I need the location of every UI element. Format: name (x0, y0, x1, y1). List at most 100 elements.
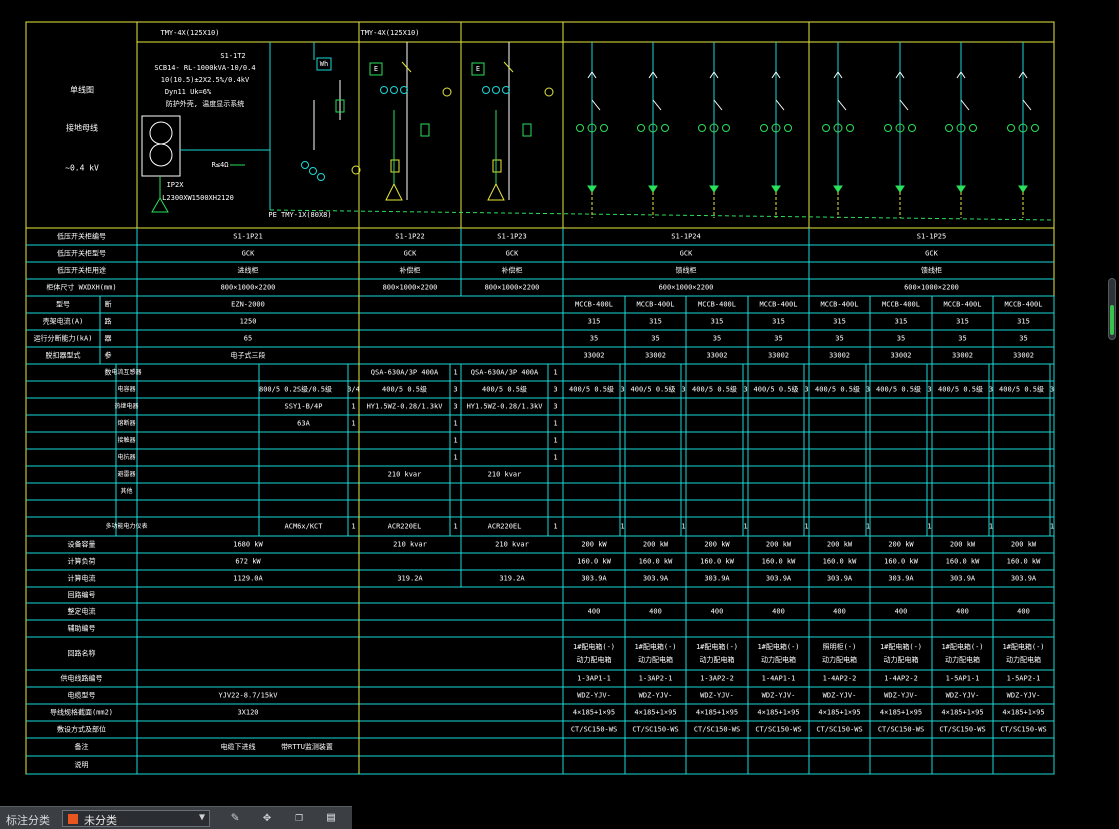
current-value: 319.2A (499, 575, 525, 583)
item-count: 1 (553, 454, 557, 462)
cabinet-size: 800×1000×2200 (485, 284, 540, 292)
feeder-load: 160.0 kW (823, 558, 858, 566)
annotation-toolbar: 标注分类 未分类 ▼ ✎ ✥ ❐ ▤ (0, 806, 352, 829)
component-label: 多功能电力仪表 (105, 522, 147, 530)
current-transformer-icon (908, 124, 916, 132)
feeder-arrow (833, 185, 843, 193)
feeder-circuit-name: 动力配电箱 (638, 655, 673, 664)
feeder-load: 160.0 kW (1007, 558, 1042, 566)
feeder-circuit-name: 动力配电箱 (945, 655, 980, 664)
capacitor-symbol (385, 182, 403, 201)
feeder-line-number: 1-3AP1-1 (577, 675, 611, 683)
current-transformer-icon (722, 124, 730, 132)
mccb-value: 35 (651, 335, 659, 343)
feeder-circuit-name: 1#配电箱(-) (573, 642, 615, 651)
row-label: 供电线路编号 (61, 674, 103, 683)
feeder-line-number: 1-3AP2-2 (700, 675, 734, 683)
feeder-ct-count: 3 (1050, 386, 1054, 394)
ground-symbol (151, 196, 169, 213)
feeder-circuit-name: 照明柜(-) (823, 642, 857, 651)
mccb-value: MCCB-400L (1005, 301, 1043, 309)
feeder-setting: 400 (588, 608, 601, 616)
row-label: 整定电流 (68, 607, 96, 616)
feeder-laying: CT/SC150-WS (694, 726, 740, 734)
feeder-breaker (837, 99, 847, 111)
copy-icon[interactable]: ❐ (295, 810, 303, 825)
feeder-capacity: 200 kW (950, 541, 976, 549)
feeder-disconnector (833, 71, 839, 79)
mccb-value: 35 (897, 335, 905, 343)
capacity-value: 1680 kW (233, 541, 263, 549)
move-icon[interactable]: ✥ (263, 810, 271, 825)
feeder-circuit-name: 动力配电箱 (577, 655, 612, 664)
scrollbar-thumb[interactable] (1110, 305, 1114, 335)
feeder-cable-size: 4×185+1×95 (941, 709, 983, 717)
feeder-cable-type: WDZ-YJV- (639, 692, 673, 700)
remark: 带RTTU监测装置 (281, 742, 333, 751)
feeder-ct-count: 3 (804, 386, 808, 394)
current-transformer-icon (1018, 123, 1028, 133)
feeder-disconnector (960, 71, 966, 79)
meter-spec: ACR220EL (388, 523, 422, 531)
feeder-arrow (587, 185, 597, 193)
capacitor-rating: 210 kvar (488, 471, 522, 479)
capacitor-rating: 210 kvar (388, 471, 422, 479)
current-transformer-icon (587, 123, 597, 133)
feeder-arrow (956, 185, 966, 193)
mccb-value: 33002 (583, 352, 604, 360)
meter-spec: ACR220EL (488, 523, 522, 531)
cable-size: 3X120 (237, 709, 258, 717)
feeder-load: 160.0 kW (700, 558, 735, 566)
mccb-value: 315 (649, 318, 662, 326)
current-transformer-icon (482, 86, 490, 94)
feeder-capacity: 200 kW (827, 541, 853, 549)
meter-spec: ACM6x/KCT (285, 523, 324, 531)
pencil-icon[interactable]: ✎ (231, 810, 239, 825)
cable-type: YJV22-8.7/15kV (218, 692, 278, 700)
feeder-meter-count: 1 (743, 523, 747, 531)
mccb-value: 35 (713, 335, 721, 343)
feeder-line-number: 1-3AP2-1 (639, 675, 673, 683)
row-label: 柜体尺寸 WXDXH(mm) (46, 283, 116, 292)
annotation-category-select[interactable]: 未分类 ▼ (62, 810, 210, 827)
feeder-circuit-name: 1#配电箱(-) (634, 642, 676, 651)
cap-cabinet-a-switch (401, 61, 412, 73)
feeder-load: 160.0 kW (762, 558, 797, 566)
feeder-current: 303.9A (766, 575, 792, 583)
cabinet-id: S1-1P22 (395, 233, 425, 241)
ct-count: 3/4 (347, 386, 360, 394)
feeder-load: 160.0 kW (577, 558, 612, 566)
spd-spec: HY1.5WZ-0.28/1.3kV (467, 403, 544, 411)
feeder-capacity: 200 kW (888, 541, 914, 549)
cad-drawing-canvas[interactable]: TMY-4X(125X10)TMY-4X(125X10)PE TMY-1X(80… (0, 0, 1119, 805)
transformer-enclosure (141, 115, 181, 177)
feeder-setting: 400 (649, 608, 662, 616)
feeder-breaker (899, 99, 909, 111)
bus-label-left: TMY-4X(125X10) (160, 29, 219, 37)
mccb-value: 315 (772, 318, 785, 326)
meter-icon (544, 87, 554, 97)
cabinet-size: 600×1000×2200 (904, 284, 959, 292)
feeder-laying: CT/SC150-WS (878, 726, 924, 734)
spd-spec: HY1.5WZ-0.28/1.3kV (367, 403, 444, 411)
category-color-swatch (68, 814, 78, 824)
component-label: 热继电器 (114, 402, 138, 410)
breaker-side-label: 断 (105, 300, 112, 309)
voltage-label: ~0.4 kV (65, 164, 99, 173)
breaker-side-label: 器 (105, 335, 112, 343)
feeder-laying: CT/SC150-WS (1000, 726, 1046, 734)
feeder-disconnector (895, 71, 901, 79)
feeder-cable-type: WDZ-YJV- (700, 692, 734, 700)
feeder-breaker (960, 99, 970, 111)
fuse-symbol (335, 99, 345, 113)
cabinet-type: GCK (506, 250, 519, 258)
stack-icon[interactable]: ▤ (327, 810, 335, 825)
row-label: 脱扣器型式 (46, 351, 81, 360)
feeder-disconnector (587, 71, 593, 79)
meter-count: 1 (351, 523, 355, 531)
current-transformer-icon (969, 124, 977, 132)
feeder-capacity: 200 kW (766, 541, 792, 549)
feeder-disconnector (837, 71, 843, 79)
feeder-disconnector (713, 71, 719, 79)
vertical-scrollbar[interactable] (1108, 278, 1116, 340)
